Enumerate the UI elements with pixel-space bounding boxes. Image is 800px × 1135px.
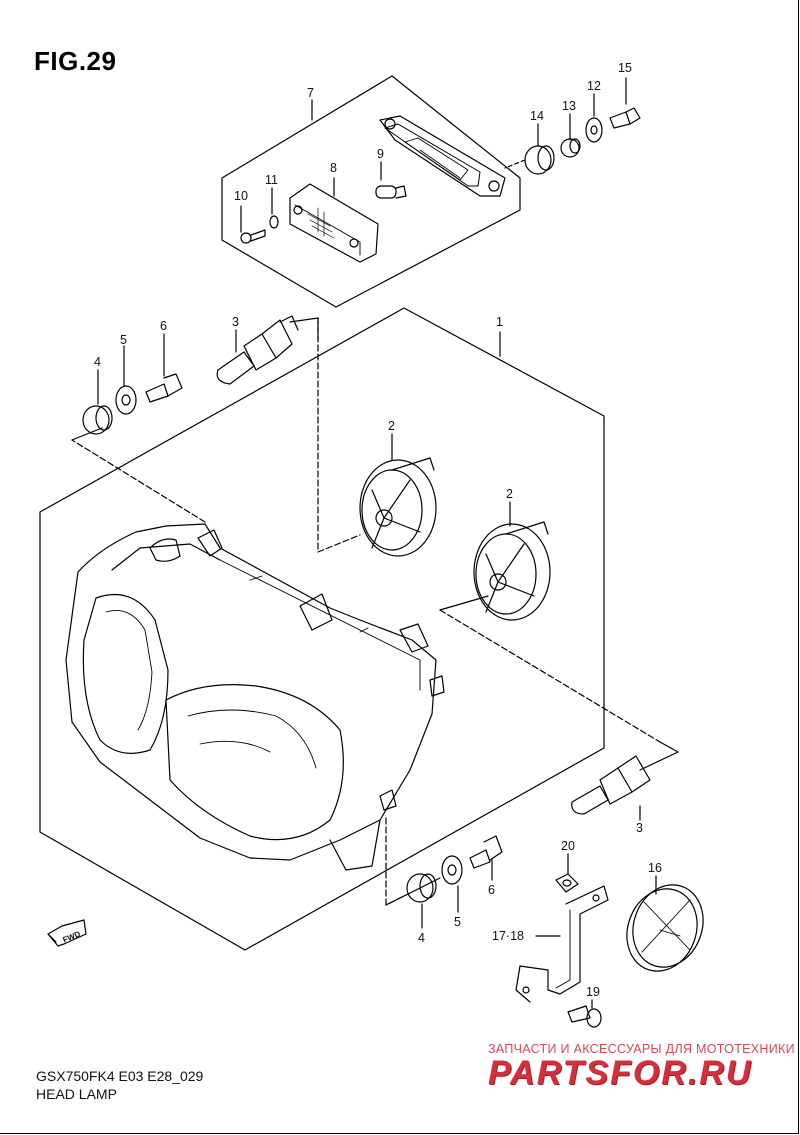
callout-19: 19 — [586, 985, 600, 999]
nut-20 — [555, 873, 579, 893]
callout-20: 20 — [561, 839, 575, 853]
callout-2-upper: 2 — [388, 419, 395, 433]
section-name: HEAD LAMP — [36, 1086, 117, 1102]
callout-13: 13 — [562, 99, 576, 113]
callout-6-lower: 6 — [488, 883, 495, 897]
socket-cover-lower — [473, 521, 551, 621]
screw-10 — [240, 229, 266, 244]
callout-17-18: 17·18 — [492, 929, 524, 943]
callout-6-upper: 6 — [160, 319, 167, 333]
callout-2-lower: 2 — [506, 487, 513, 501]
callout-3-upper: 3 — [232, 315, 239, 329]
frame-main — [39, 307, 605, 951]
bolt-19 — [567, 1005, 602, 1028]
callout-5-upper: 5 — [120, 333, 127, 347]
headlamp-bulb-upper — [216, 315, 299, 385]
callout-1: 1 — [496, 315, 503, 329]
model-code: GSX750FK4 E03 E28_029 — [36, 1068, 204, 1084]
grommet-4-upper — [82, 405, 113, 435]
watermark-tagline: ЗАПЧАСТИ И АКСЕССУАРЫ ДЛЯ МОТОТЕХНИКИ — [488, 1042, 795, 1056]
bolt-15 — [609, 107, 641, 129]
bolt-6-upper — [145, 373, 183, 403]
washer-5-upper — [115, 385, 137, 415]
callout-5-lower: 5 — [454, 915, 461, 929]
headlamp-assembly — [65, 523, 445, 871]
callout-8: 8 — [330, 161, 337, 175]
washer-12 — [585, 117, 603, 143]
callout-14: 14 — [530, 109, 544, 123]
grommet-14 — [504, 145, 555, 175]
fwd-arrow-icon — [47, 919, 87, 947]
bolt-6-lower — [469, 835, 503, 869]
cap-16 — [626, 884, 704, 972]
callout-12: 12 — [587, 79, 601, 93]
callout-9: 9 — [377, 147, 384, 161]
callout-3-lower: 3 — [636, 821, 643, 835]
figure-title: FIG.29 — [34, 46, 117, 76]
position-bulb — [375, 185, 407, 199]
frame-upper — [221, 75, 521, 308]
position-lamp-housing — [379, 115, 506, 197]
bracket-17-18 — [515, 885, 609, 1003]
callout-4-lower: 4 — [418, 931, 425, 945]
headlamp-bulb-lower — [571, 755, 651, 815]
callout-4-upper: 4 — [94, 355, 101, 369]
callout-7: 7 — [307, 86, 314, 100]
grommet-4-lower — [406, 873, 437, 903]
socket-cover-upper — [359, 457, 437, 557]
washer-5-lower — [441, 855, 463, 885]
collar-13 — [560, 138, 581, 158]
watermark-logo: PARTSFOR.RU — [488, 1054, 753, 1092]
position-lamp-lens — [289, 183, 379, 263]
callout-11: 11 — [265, 173, 278, 187]
callout-15: 15 — [618, 61, 632, 75]
callout-16: 16 — [648, 861, 662, 875]
callout-10: 10 — [234, 189, 248, 203]
washer-11 — [269, 215, 279, 229]
